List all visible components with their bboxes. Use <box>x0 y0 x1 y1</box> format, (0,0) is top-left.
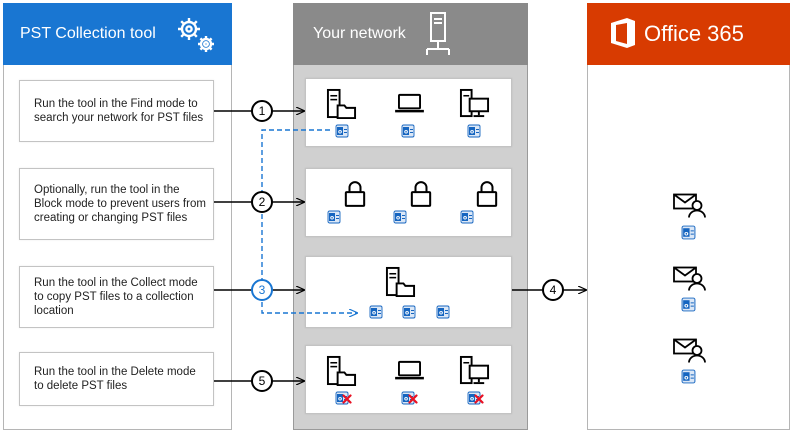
tool-panel-title: PST Collection tool <box>20 25 156 42</box>
step-3-text: Run the tool in the Collect mode to copy… <box>34 277 198 317</box>
gears-icon <box>178 18 214 52</box>
step-1-badge: 1 <box>251 100 273 122</box>
step-3-badge: 3 <box>251 279 273 301</box>
network-panel-title: Your network <box>313 25 406 42</box>
network-box-delete <box>305 345 512 414</box>
network-box-find <box>305 78 512 147</box>
step-1-card: Run the tool in the Find mode to search … <box>19 80 214 142</box>
network-server-icon <box>426 12 450 55</box>
office365-title: Office 365 <box>644 21 744 46</box>
tool-panel-header: PST Collection tool <box>3 3 232 65</box>
network-box-block <box>305 168 512 237</box>
step-1-text: Run the tool in the Find mode to search … <box>34 98 204 124</box>
network-panel-header: Your network <box>293 3 528 65</box>
network-box-collect <box>305 256 512 328</box>
step-3-card: Run the tool in the Collect mode to copy… <box>19 266 214 328</box>
office-logo <box>611 18 635 48</box>
step-2-text: Optionally, run the tool in the Block mo… <box>34 184 206 224</box>
step-5-badge: 5 <box>251 370 273 392</box>
step-2-badge: 2 <box>251 191 273 213</box>
collect-dashed-path <box>261 129 357 313</box>
step-5-card: Run the tool in the Delete mode to delet… <box>19 352 214 406</box>
step-5-text: Run the tool in the Delete mode to delet… <box>34 366 196 392</box>
step-2-card: Optionally, run the tool in the Block mo… <box>19 168 214 240</box>
step-4-badge: 4 <box>542 279 564 301</box>
office365-panel-header: Office 365 <box>587 3 790 65</box>
